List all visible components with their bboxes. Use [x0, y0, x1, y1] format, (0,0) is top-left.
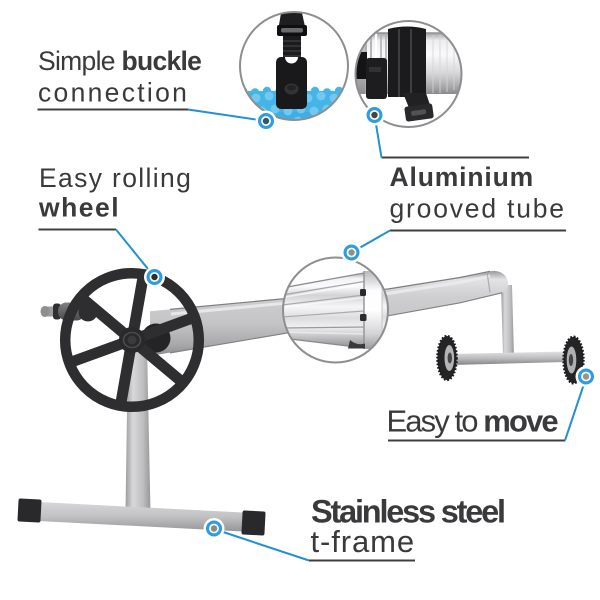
svg-text:connection: connection [38, 78, 189, 108]
svg-text:Aluminium: Aluminium [390, 162, 535, 192]
svg-text:Simple buckle: Simple buckle [38, 46, 201, 76]
svg-text:Easy rolling: Easy rolling [39, 163, 192, 193]
svg-text:t-frame: t-frame [311, 524, 415, 559]
svg-text:Easy to move: Easy to move [387, 404, 559, 439]
svg-text:grooved tube: grooved tube [390, 194, 566, 224]
svg-text:Stainless steel: Stainless steel [311, 494, 504, 530]
svg-text:wheel: wheel [38, 193, 120, 223]
